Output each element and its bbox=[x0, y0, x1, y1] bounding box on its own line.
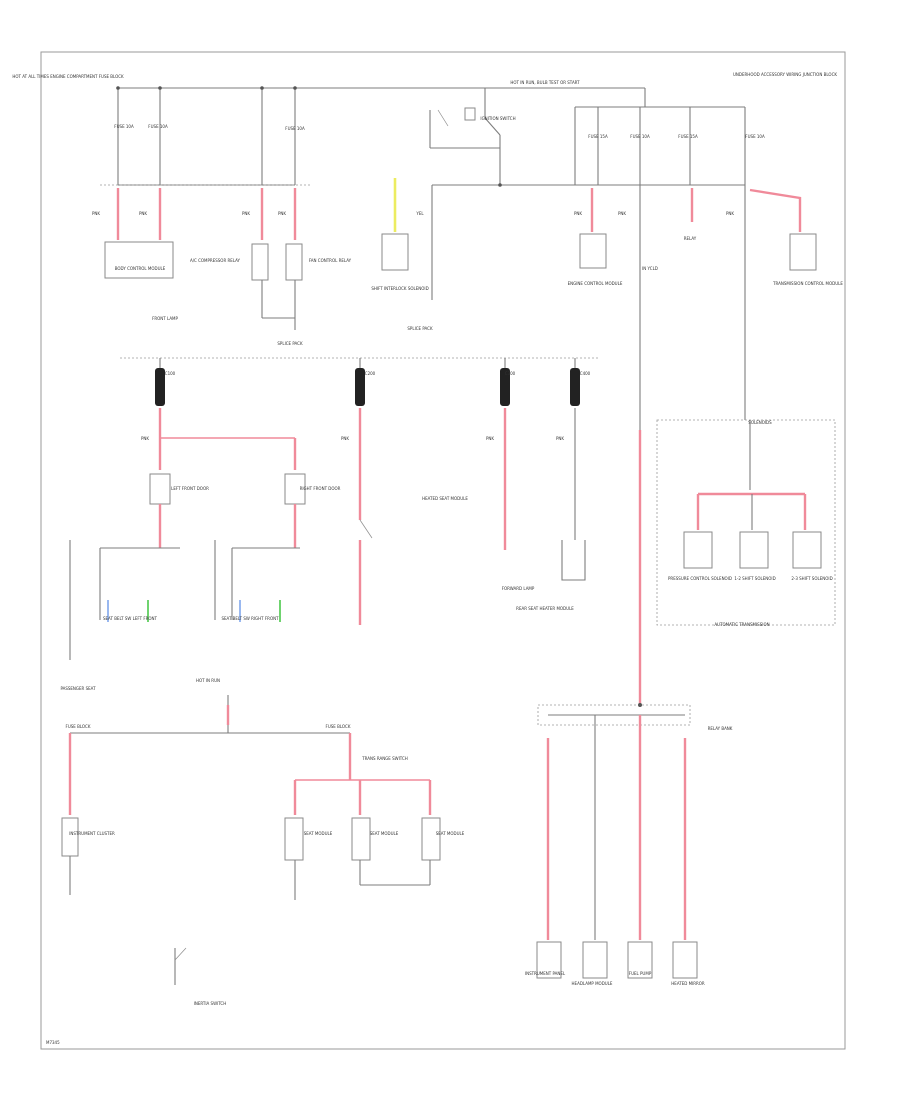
lower-right-components bbox=[536, 941, 698, 979]
label-seat-module-2: SEAT MODULE bbox=[370, 831, 399, 836]
connectors bbox=[155, 368, 580, 406]
label-fuse-block-mid: FUSE BLOCK bbox=[326, 724, 351, 729]
label-fuse-7: FUSE 10A bbox=[745, 134, 765, 139]
label-transmission-module: TRANSMISSION CONTROL MODULE bbox=[772, 281, 843, 286]
label-trans-range: TRANS RANGE SWITCH bbox=[361, 756, 408, 761]
label-front-lamp-1: FRONT LAMP bbox=[152, 316, 178, 321]
shift-interlock-box bbox=[381, 233, 409, 271]
label-seat-module-1: SEAT MODULE bbox=[304, 831, 333, 836]
label-wire-10: PNK bbox=[341, 436, 349, 441]
label-inst-cluster: INSTRUMENT CLUSTER bbox=[69, 831, 115, 836]
label-auto-trans: AUTOMATIC TRANSMISSION bbox=[714, 622, 769, 627]
label-engine-control-module: ENGINE CONTROL MODULE bbox=[568, 281, 623, 286]
label-hot-in-run-mid: HOT IN RUN bbox=[196, 678, 220, 683]
lower-left-components bbox=[61, 817, 441, 985]
label-fan-control-relay: FAN CONTROL RELAY bbox=[309, 258, 352, 263]
label-wire-5: YEL bbox=[415, 211, 424, 216]
label-instr-panel: INSTRUMENT PANEL bbox=[525, 971, 566, 976]
label-wire-11: PNK bbox=[486, 436, 494, 441]
label-seat-belt-left: SEAT BELT SW LEFT FRONT bbox=[103, 616, 158, 621]
label-fuse-1: FUSE 10A bbox=[114, 124, 134, 129]
lower-right-bus bbox=[537, 430, 691, 940]
label-wire-1: PNK bbox=[92, 211, 100, 216]
label-shift-sol-a: 1-2 SHIFT SOLENOID bbox=[734, 576, 775, 581]
label-fuse-5: FUSE 10A bbox=[630, 134, 650, 139]
top-bus bbox=[100, 86, 645, 186]
label-wire-7: PNK bbox=[618, 211, 626, 216]
middle-bus bbox=[120, 357, 600, 368]
label-auto-trans-box: SOLENOIDS bbox=[748, 420, 772, 425]
tcm-box bbox=[789, 233, 817, 271]
label-wire-8: PNK bbox=[726, 211, 734, 216]
label-fuse-block-left: FUSE BLOCK bbox=[66, 724, 91, 729]
label-wire-2: PNK bbox=[139, 211, 147, 216]
label-heated-seat-module: HEATED SEAT MODULE bbox=[422, 496, 468, 501]
label-wire-9: PNK bbox=[141, 436, 149, 441]
label-body-control-module: BODY CONTROL MODULE bbox=[115, 266, 166, 271]
label-underhood-top-right: UNDERHOOD ACCESSORY WIRING JUNCTION BLOC… bbox=[733, 72, 837, 77]
upper-wires bbox=[116, 178, 802, 240]
label-shift-interlock: SHIFT INTERLOCK SOLENOID bbox=[371, 286, 428, 291]
diagram-labels: HOT AT ALL TIMES ENGINE COMPARTMENT FUSE… bbox=[12, 72, 843, 1006]
diagram-frame bbox=[40, 51, 846, 1050]
label-inertia-switch: INERTIA SWITCH bbox=[194, 1001, 227, 1006]
label-shift-sol-b: 2-3 SHIFT SOLENOID bbox=[791, 576, 832, 581]
label-splice-2: SPLICE PACK bbox=[407, 326, 433, 331]
label-splice-1: SPLICE PACK bbox=[277, 341, 303, 346]
label-relay-bank: RELAY BANK bbox=[708, 726, 733, 731]
label-fuel-pump: FUEL PUMP bbox=[629, 971, 652, 976]
label-fwd-lamp: FORWARD LAMP bbox=[502, 586, 535, 591]
label-relay-rt: RELAY bbox=[684, 236, 697, 241]
label-conn-4: C400 bbox=[580, 371, 591, 376]
body-control-module-box bbox=[104, 241, 174, 279]
door-modules bbox=[69, 473, 306, 660]
ac-relay-box bbox=[251, 243, 269, 281]
ignition-switch bbox=[429, 88, 745, 187]
label-conn-3: C300 bbox=[505, 371, 516, 376]
heated-seat-branch bbox=[358, 519, 373, 625]
label-engine-comp-top-left: HOT AT ALL TIMES ENGINE COMPARTMENT FUSE… bbox=[12, 74, 124, 79]
label-pass-seat: PASSENGER SEAT bbox=[60, 686, 96, 691]
auto-trans-box bbox=[656, 419, 836, 626]
label-conn-2: C200 bbox=[365, 371, 376, 376]
label-seat-belt-right: SEAT BELT SW RIGHT FRONT bbox=[221, 616, 279, 621]
label-ign-switch: IGNITION SWITCH bbox=[480, 116, 515, 121]
label-heated-mirror: HEATED MIRROR bbox=[671, 981, 705, 986]
right-top-bus bbox=[574, 88, 746, 185]
label-right-front-door: RIGHT FRONT DOOR bbox=[300, 486, 341, 491]
middle-wires bbox=[158, 408, 586, 581]
label-fuse-6: FUSE 15A bbox=[678, 134, 698, 139]
label-pressure-ctl: PRESSURE CONTROL SOLENOID bbox=[668, 576, 732, 581]
label-wire-6: PNK bbox=[574, 211, 582, 216]
label-seat-module-3: SEAT MODULE bbox=[436, 831, 465, 836]
label-wire-3: PNK bbox=[242, 211, 250, 216]
lower-left-bus bbox=[68, 695, 432, 815]
label-left-front-door: LEFT FRONT DOOR bbox=[171, 486, 209, 491]
label-hot-in-run-top: HOT IN RUN, BULB TEST OR START bbox=[510, 80, 580, 85]
footer-code: M7345 bbox=[46, 1040, 60, 1045]
label-fuse-3: FUSE 10A bbox=[285, 126, 305, 131]
fan-relay-box bbox=[285, 243, 303, 281]
label-wire-4: PNK bbox=[278, 211, 286, 216]
ecm-box bbox=[579, 233, 607, 269]
label-headlamp-module: HEADLAMP MODULE bbox=[572, 981, 613, 986]
label-ac-compressor-relay: A/C COMPRESSOR RELAY bbox=[190, 258, 241, 263]
label-rear-seat-heater: REAR SEAT HEATER MODULE bbox=[516, 606, 574, 611]
label-conn-1: C100 bbox=[165, 371, 176, 376]
label-fuse-4: FUSE 15A bbox=[588, 134, 608, 139]
label-wire-12: PNK bbox=[556, 436, 564, 441]
label-in-ycld: IN YCLD bbox=[642, 266, 658, 271]
label-fuse-2: FUSE 10A bbox=[148, 124, 168, 129]
